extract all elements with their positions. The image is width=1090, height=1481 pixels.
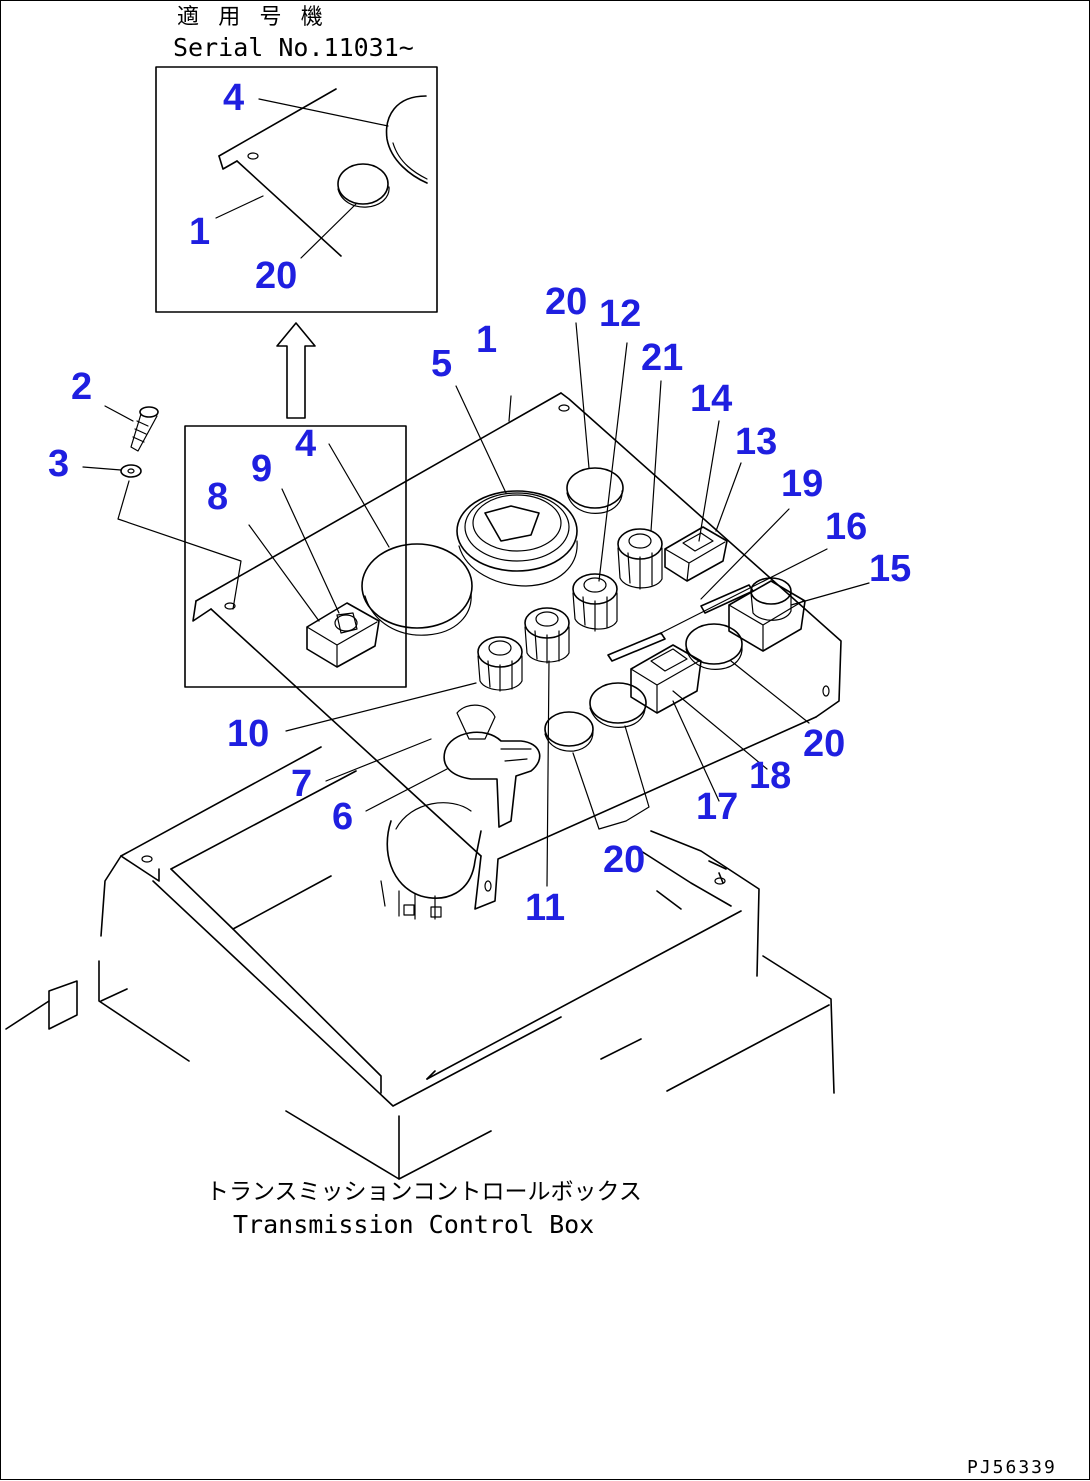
panel-top-edge bbox=[195, 392, 562, 602]
switch-14 bbox=[664, 526, 728, 582]
knob-10 bbox=[477, 636, 523, 692]
caption-en: Transmission Control Box bbox=[233, 1210, 595, 1239]
callout-19: 19 bbox=[781, 463, 824, 505]
knob-11 bbox=[524, 607, 570, 664]
callout-2: 2 bbox=[71, 366, 93, 408]
switch-18 bbox=[630, 644, 702, 714]
inset-cap bbox=[337, 163, 389, 205]
strip-19 bbox=[607, 632, 666, 662]
callout-5: 5 bbox=[431, 343, 453, 385]
knob-12 bbox=[572, 573, 618, 632]
callout-inset-4: 4 bbox=[223, 77, 245, 119]
serial-number-label: Serial No.11031~ bbox=[173, 33, 414, 62]
gauge bbox=[361, 543, 473, 629]
callout-17: 17 bbox=[696, 786, 739, 828]
callout-21: 21 bbox=[641, 337, 684, 379]
callout-20-right: 20 bbox=[803, 723, 846, 765]
callout-inset-1: 1 bbox=[189, 211, 211, 253]
callout-13: 13 bbox=[735, 421, 778, 463]
up-arrow bbox=[276, 322, 316, 419]
switch-9 bbox=[306, 602, 380, 668]
callout-3: 3 bbox=[48, 443, 70, 485]
knob-21 bbox=[617, 528, 663, 590]
inset-plate-bend bbox=[218, 155, 238, 170]
cap-right bbox=[685, 623, 743, 665]
callout-6: 6 bbox=[332, 796, 354, 838]
callout-4: 4 bbox=[295, 423, 317, 465]
callout-11: 11 bbox=[525, 887, 566, 929]
large-gauge bbox=[456, 490, 578, 572]
callout-20-bottom: 20 bbox=[603, 839, 646, 881]
callout-inset-20: 20 bbox=[255, 255, 298, 297]
cap-bottom-a bbox=[589, 682, 647, 724]
serial-inset-box bbox=[155, 66, 438, 313]
control-box bbox=[5, 746, 835, 1180]
callout-9: 9 bbox=[251, 448, 273, 490]
panel-left-edge bbox=[210, 608, 482, 857]
inset-gauge bbox=[385, 95, 428, 184]
panel-left-flange bbox=[192, 600, 212, 622]
callout-20-top: 20 bbox=[545, 281, 588, 323]
cap-top bbox=[566, 467, 624, 509]
applicable-label-jp: 適 用 号 機 bbox=[177, 5, 326, 30]
panel-front-edge bbox=[474, 716, 817, 910]
callout-15: 15 bbox=[869, 548, 912, 590]
callout-14: 14 bbox=[690, 378, 733, 420]
callout-7: 7 bbox=[291, 763, 313, 805]
inset-plate-edge bbox=[218, 88, 337, 157]
panel-right-edge bbox=[560, 392, 842, 718]
key-switch bbox=[380, 704, 541, 920]
caption-jp: トランスミッションコントロールボックス bbox=[206, 1179, 642, 1205]
callout-1: 1 bbox=[476, 319, 498, 361]
drawing-code: PJ56339 bbox=[967, 1457, 1057, 1478]
callout-10: 10 bbox=[227, 713, 270, 755]
callout-18: 18 bbox=[749, 755, 792, 797]
callout-12: 12 bbox=[599, 293, 642, 335]
washer bbox=[120, 464, 142, 478]
callout-8: 8 bbox=[207, 476, 229, 518]
callout-16: 16 bbox=[825, 506, 868, 548]
screw bbox=[139, 406, 159, 418]
inset-plate-side bbox=[236, 160, 342, 257]
cap-bottom-b bbox=[544, 711, 594, 747]
